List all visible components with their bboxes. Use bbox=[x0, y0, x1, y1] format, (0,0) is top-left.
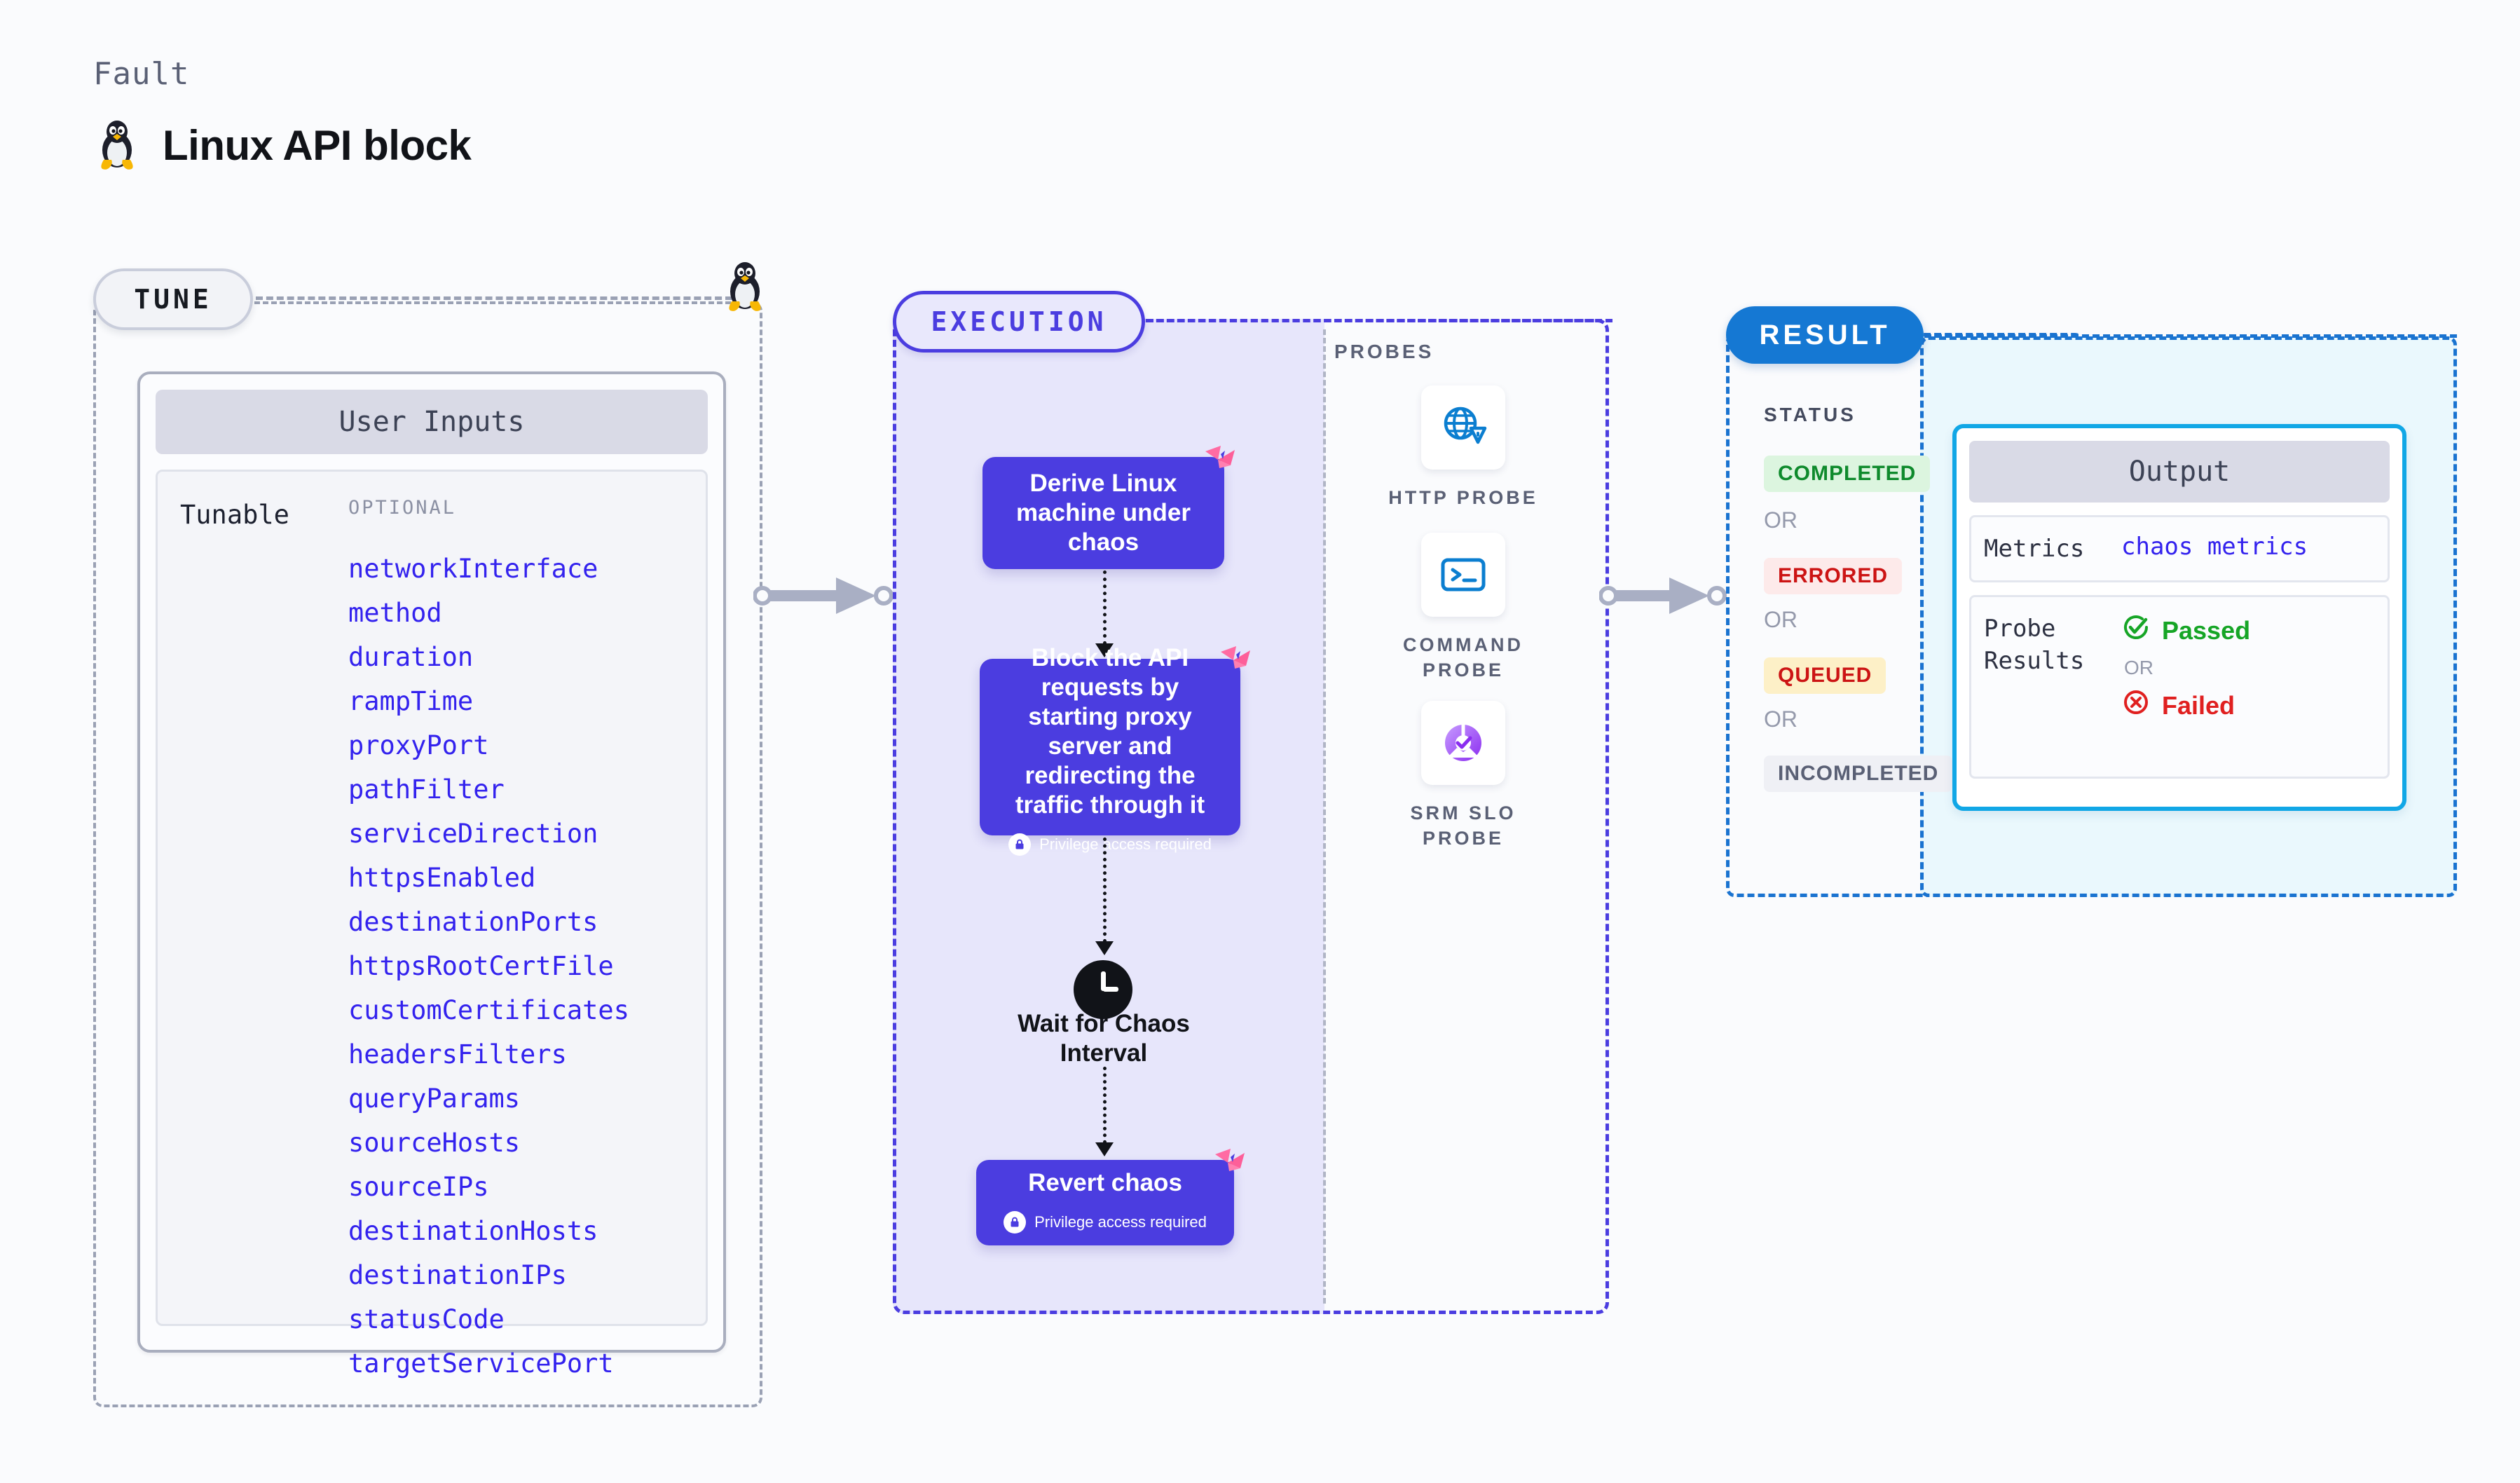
flow-arrowhead-3 bbox=[1095, 1142, 1114, 1156]
execution-node-label: Derive Linux machine under chaos bbox=[1016, 470, 1191, 556]
execution-node-label: Revert chaos bbox=[1028, 1169, 1182, 1196]
page-kicker: Fault bbox=[93, 56, 190, 92]
privilege-access-badge: Privilege access required bbox=[1008, 830, 1212, 859]
result-connector-line bbox=[1924, 334, 2457, 338]
privilege-access-badge: Privilege access required bbox=[1004, 1208, 1207, 1237]
node-corner-flag-icon bbox=[1215, 1149, 1245, 1171]
optional-param-item[interactable]: destinationHosts bbox=[348, 1216, 598, 1246]
probe-result-passed-label: Passed bbox=[2162, 615, 2251, 645]
lock-icon bbox=[1008, 833, 1032, 856]
output-metrics-key: Metrics bbox=[1984, 535, 2085, 563]
user-inputs-body: Tunable OPTIONAL networkInterface method d… bbox=[156, 470, 708, 1379]
optional-param-item[interactable]: destinationIPs bbox=[348, 1260, 567, 1290]
optional-group-title: OPTIONAL bbox=[348, 497, 457, 519]
optional-param-item[interactable]: httpsRootCertFile bbox=[348, 951, 614, 981]
probe-results-list: Passed OR Failed bbox=[2121, 613, 2250, 761]
result-pill[interactable]: RESULT bbox=[1726, 306, 1924, 364]
output-metrics-row: Metrics chaos metrics bbox=[1969, 515, 2390, 582]
output-header: Output bbox=[1969, 441, 2390, 503]
lock-icon bbox=[1004, 1211, 1027, 1233]
execution-to-result-arrow bbox=[1599, 578, 1727, 614]
slo-donut-check-icon bbox=[1421, 701, 1505, 785]
probe-result-passed: Passed bbox=[2121, 613, 2250, 648]
status-title: STATUS bbox=[1764, 404, 1856, 425]
execution-node-block-api[interactable]: Block the API requests by starting proxy… bbox=[980, 644, 1240, 856]
output-metrics-value[interactable]: chaos metrics bbox=[2121, 533, 2308, 561]
flow-connector-2 bbox=[1103, 838, 1107, 943]
linux-tux-icon-marker bbox=[723, 261, 767, 316]
optional-param-item[interactable]: proxyPort bbox=[348, 730, 489, 760]
flow-arrowhead-1 bbox=[1095, 643, 1114, 657]
x-circle-icon bbox=[2121, 688, 2151, 723]
linux-tux-icon bbox=[95, 119, 139, 171]
probe-result-or: OR bbox=[2124, 657, 2153, 678]
status-or-2: OR bbox=[1764, 607, 1797, 632]
status-or-3: OR bbox=[1764, 706, 1797, 732]
optional-param-item[interactable]: customCertificates bbox=[348, 995, 629, 1025]
optional-param-item[interactable]: pathFilter bbox=[348, 774, 505, 805]
probe-command-label: COMMAND PROBE bbox=[1403, 634, 1523, 681]
check-circle-icon bbox=[2121, 613, 2151, 648]
optional-param-item[interactable]: statusCode bbox=[348, 1304, 505, 1334]
privilege-access-label: Privilege access required bbox=[1039, 835, 1212, 853]
optional-param-item[interactable]: rampTime bbox=[348, 686, 474, 716]
status-badge-queued: QUEUED bbox=[1764, 657, 1886, 694]
probe-srm-slo-label: SRM SLO PROBE bbox=[1410, 802, 1516, 849]
node-corner-flag-icon bbox=[1221, 646, 1250, 669]
tune-connector-line bbox=[256, 296, 732, 300]
clock-icon bbox=[1072, 959, 1134, 1024]
optional-param-item[interactable]: targetServicePort bbox=[348, 1348, 614, 1379]
optional-param-item[interactable]: destinationPorts bbox=[348, 907, 598, 937]
execution-pill[interactable]: EXECUTION bbox=[893, 291, 1145, 353]
output-probe-results-key: Probe Results bbox=[1984, 615, 2085, 675]
optional-param-item[interactable]: queryParams bbox=[348, 1084, 521, 1114]
execution-connector-line bbox=[1146, 319, 1612, 322]
status-badge-errored: ERRORED bbox=[1764, 558, 1903, 594]
probe-http-label: HTTP PROBE bbox=[1388, 487, 1538, 508]
flow-connector-3 bbox=[1103, 1067, 1107, 1144]
probes-divider bbox=[1323, 329, 1326, 1304]
tune-pill[interactable]: TUNE bbox=[93, 268, 253, 330]
optional-params-list: networkInterface method duration rampTime pr… bbox=[348, 547, 699, 1386]
probe-result-failed: Failed bbox=[2121, 688, 2250, 723]
page-title-row: Linux API block bbox=[95, 119, 472, 171]
tunable-label: Tunable bbox=[180, 500, 289, 530]
probes-title: PROBES bbox=[1334, 341, 1434, 362]
status-or-1: OR bbox=[1764, 507, 1797, 533]
optional-param-item[interactable]: networkInterface bbox=[348, 554, 598, 584]
optional-params-column: OPTIONAL networkInterface method duration r… bbox=[348, 497, 699, 1379]
tune-region bbox=[93, 301, 762, 1407]
wait-step-label: Wait for Chaos Interval bbox=[1018, 1010, 1190, 1067]
optional-param-item[interactable]: serviceDirection bbox=[348, 819, 598, 849]
probe-http[interactable]: HTTP PROBE bbox=[1376, 385, 1551, 510]
execution-node-derive[interactable]: Derive Linux machine under chaos bbox=[982, 457, 1224, 569]
optional-param-item[interactable]: headersFilters bbox=[348, 1039, 567, 1069]
user-inputs-card: User Inputs Tunable OPTIONAL networkInte… bbox=[137, 371, 726, 1379]
optional-param-item[interactable]: sourceHosts bbox=[348, 1128, 521, 1158]
output-card: Output Metrics chaos metrics Probe Resul… bbox=[1952, 424, 2406, 811]
flow-arrowhead-2 bbox=[1095, 941, 1114, 955]
optional-param-item[interactable]: duration bbox=[348, 642, 474, 672]
globe-warning-icon bbox=[1421, 385, 1505, 470]
terminal-icon bbox=[1421, 533, 1505, 617]
execution-node-revert[interactable]: Revert chaos Privilege access required bbox=[976, 1160, 1234, 1245]
optional-param-item[interactable]: sourceIPs bbox=[348, 1172, 489, 1202]
optional-param-item[interactable]: method bbox=[348, 598, 442, 628]
probe-srm-slo[interactable]: SRM SLO PROBE bbox=[1376, 701, 1551, 851]
user-inputs-header: User Inputs bbox=[156, 390, 708, 454]
page-title: Linux API block bbox=[163, 121, 472, 169]
privilege-access-label: Privilege access required bbox=[1034, 1213, 1207, 1231]
probe-command[interactable]: COMMAND PROBE bbox=[1376, 533, 1551, 683]
execution-node-label: Block the API requests by starting proxy… bbox=[1015, 644, 1205, 819]
status-badge-incompleted: INCOMPLETED bbox=[1764, 756, 1953, 792]
tune-to-execution-arrow bbox=[753, 578, 893, 614]
flow-connector-1 bbox=[1103, 570, 1107, 645]
node-corner-flag-icon bbox=[1205, 446, 1235, 468]
status-badge-completed: COMPLETED bbox=[1764, 456, 1931, 492]
probe-result-failed-label: Failed bbox=[2162, 690, 2235, 720]
output-probe-results-row: Probe Results Passed OR bbox=[1969, 595, 2390, 779]
optional-param-item[interactable]: httpsEnabled bbox=[348, 863, 536, 893]
